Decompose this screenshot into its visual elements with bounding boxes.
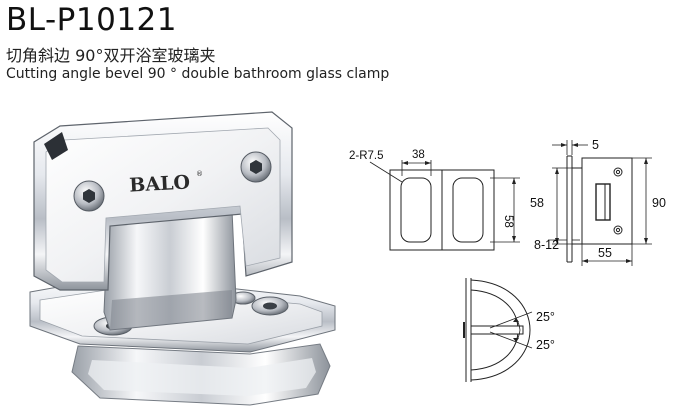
front-width-label: 38: [412, 149, 425, 161]
swing-angle-lower-label: 25°: [536, 338, 555, 352]
brand-logo: BALO: [129, 171, 191, 196]
bevel-corner: [44, 132, 68, 160]
hole-radius-label: 2-R7.5: [349, 150, 384, 162]
side-height-label: 90: [652, 196, 666, 210]
model-number: BL-P10121: [6, 2, 177, 38]
upper-plate-face: [45, 127, 281, 283]
clamp-photo: BALO ®: [29, 111, 336, 406]
side-inner-height-label: 58: [530, 196, 544, 210]
bottom-pad-highlight: [88, 358, 316, 396]
upper-right-screw-icon: [240, 151, 272, 183]
chinese-title: 切角斜边 90°双开浴室玻璃夹: [6, 46, 216, 65]
glass-thickness-label: 8-12: [534, 238, 559, 252]
english-title: Cutting angle bevel 90 ° double bathroom…: [6, 66, 390, 82]
side-gap-label: 5: [592, 138, 599, 152]
upper-left-screw-icon: [73, 180, 105, 212]
swing-angle-upper-label: 25°: [536, 310, 555, 324]
brand-registered-mark: ®: [196, 170, 203, 178]
hinge-knuckle-shadow: [110, 290, 232, 330]
swing-view-drawing: [463, 278, 533, 382]
side-view-drawing: [548, 140, 652, 266]
lower-right-screw-icon: [251, 296, 289, 316]
side-depth-label: 55: [598, 246, 612, 260]
front-height-label: 58: [502, 215, 514, 228]
front-view-drawing: [369, 160, 520, 251]
